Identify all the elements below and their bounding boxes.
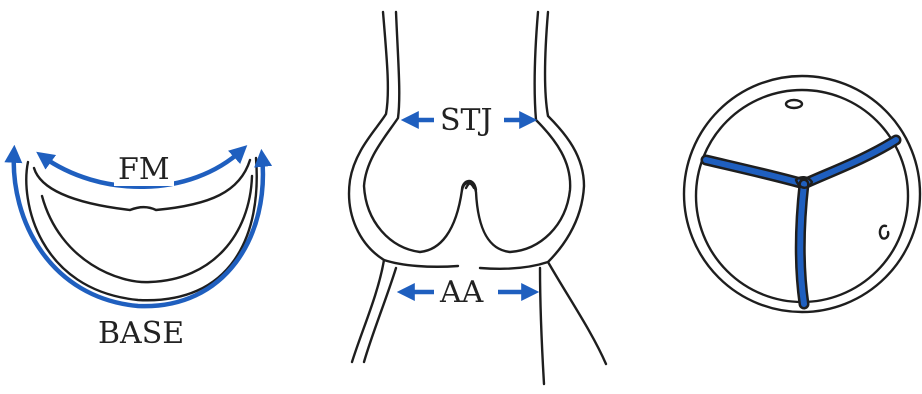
- fm-label: FM: [114, 154, 174, 186]
- leaflet-inner-outline: [42, 176, 252, 282]
- valve-en-face-figure: [684, 76, 920, 312]
- annulus-left: [384, 260, 458, 267]
- annulus-right: [480, 262, 548, 269]
- aortic-root-figure: [349, 12, 606, 384]
- coronary-ostium-right: [880, 226, 888, 239]
- base-label: BASE: [94, 318, 188, 350]
- aa-label: AA: [436, 277, 487, 309]
- coronary-ostium-top: [786, 100, 802, 108]
- coaptation-line-right-blue: [804, 140, 896, 184]
- stj-label: STJ: [436, 105, 497, 137]
- lvot-wall-right: [540, 268, 544, 384]
- aortic-wall-right: [545, 12, 606, 364]
- coaptation-line-left-blue: [706, 160, 804, 184]
